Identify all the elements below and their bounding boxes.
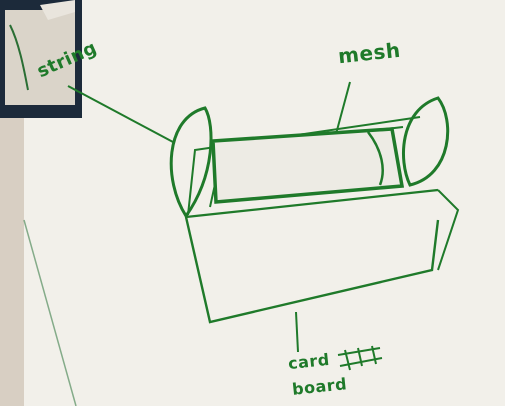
paper-sheet: [24, 0, 505, 406]
